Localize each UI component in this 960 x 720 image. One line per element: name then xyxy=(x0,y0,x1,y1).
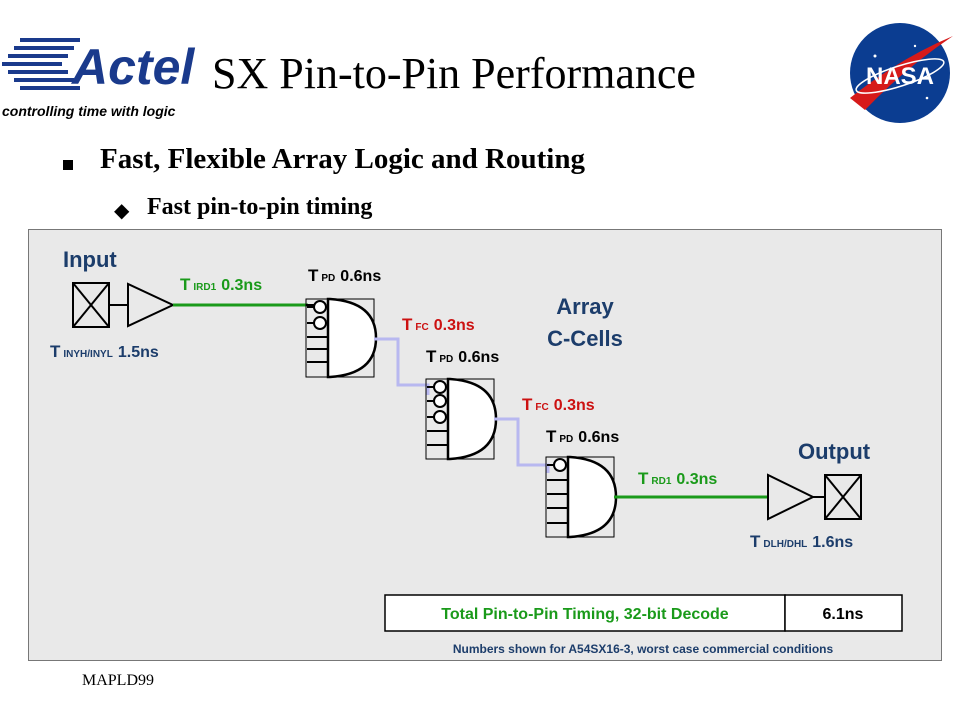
array-label-2: C-Cells xyxy=(547,326,623,351)
wire-fc1 xyxy=(374,337,430,395)
page-title: SX Pin-to-Pin Performance xyxy=(212,49,696,98)
total-timing-box: Total Pin-to-Pin Timing, 32-bit Decode 6… xyxy=(384,594,903,632)
output-label: Output xyxy=(798,439,871,464)
bullet-square-icon xyxy=(63,160,73,170)
input-label: Input xyxy=(63,247,117,272)
wire-fc2 xyxy=(494,417,550,473)
nasa-logo: NASA xyxy=(850,23,953,123)
array-label-1: Array xyxy=(556,294,614,319)
bullet-sub: Fast pin-to-pin timing xyxy=(147,194,373,220)
bullet-main: Fast, Flexible Array Logic and Routing xyxy=(100,143,585,175)
conditions-note: Numbers shown for A54SX16-3, worst case … xyxy=(453,642,834,656)
input-pad-icon xyxy=(72,282,110,328)
total-label: Total Pin-to-Pin Timing, 32-bit Decode xyxy=(441,606,729,623)
c-cell-2-icon xyxy=(425,377,498,461)
output-pad-icon xyxy=(824,474,862,520)
total-value: 6.1ns xyxy=(823,606,864,623)
c-cell-1-icon xyxy=(305,297,378,379)
c-cell-3-icon xyxy=(545,455,618,539)
footer-text: MAPLD99 xyxy=(82,672,155,689)
nasa-wordmark: NASA xyxy=(866,63,934,90)
bullet-diamond-icon: ◆ xyxy=(114,200,130,222)
output-buffer-icon xyxy=(767,473,825,521)
actel-logo: Actel controlling time with logic xyxy=(2,38,195,119)
input-buffer-icon xyxy=(109,282,176,328)
logo-tagline: controlling time with logic xyxy=(2,103,176,119)
logo-wordmark: Actel xyxy=(70,39,195,95)
